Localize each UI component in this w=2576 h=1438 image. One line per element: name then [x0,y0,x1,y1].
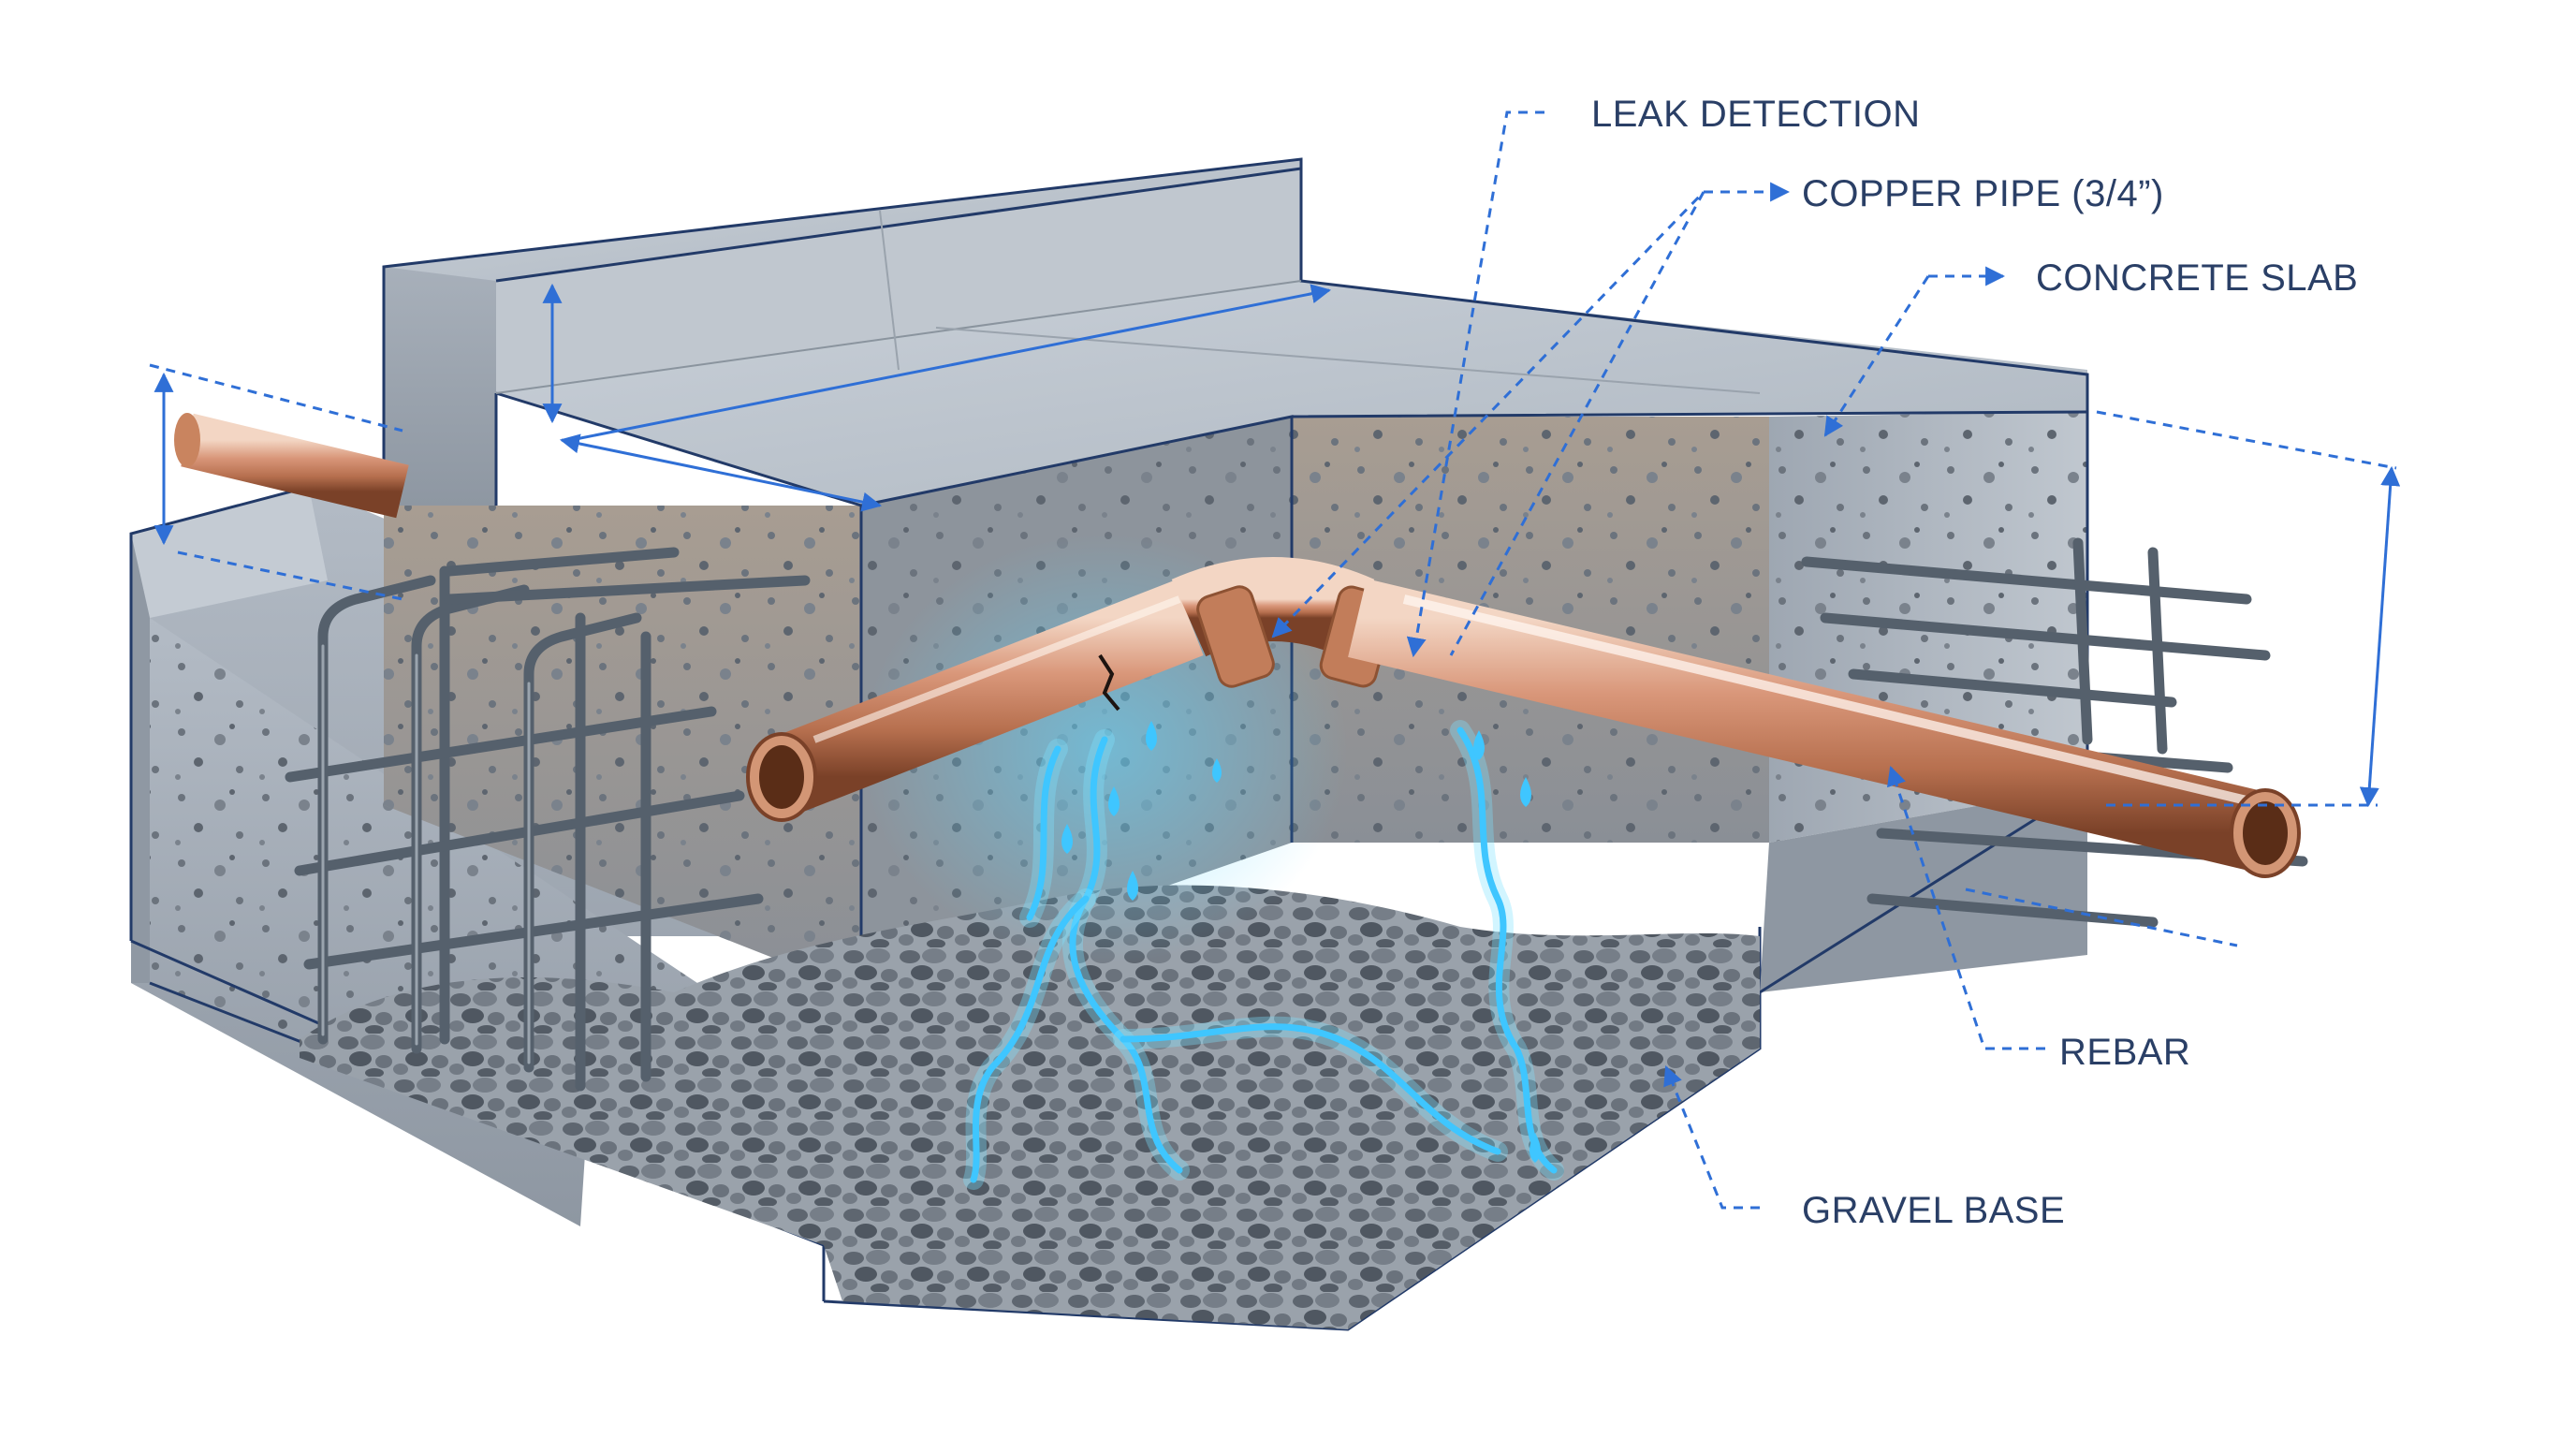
pipe-crack [1098,653,1120,712]
water-droplet [1530,1133,1541,1163]
label-copper-pipe: COPPER PIPE (3/4”) [1802,173,2164,214]
water-droplet [1108,786,1120,816]
label-rebar: REBAR [2059,1032,2190,1073]
dimension-slab-depth [559,433,883,512]
leader-gravel-base [1663,1065,1760,1210]
water-droplet [1212,758,1222,783]
label-gravel-base: GRAVEL BASE [1802,1190,2065,1231]
gravel-fill [300,885,1760,1329]
label-leak-detection: LEAK DETECTION [1591,94,1921,135]
dimension-lines [149,283,2401,947]
label-concrete-slab: CONCRETE SLAB [2036,257,2358,299]
pipe-run-right [1348,579,2275,873]
dimension-slab-length [570,284,1332,442]
water-trail [1069,736,1183,1174]
callout-leaders [1271,110,2045,1210]
water-droplet [1146,721,1157,751]
fitting-left [1196,585,1275,688]
leader-rebar [1887,766,2045,1050]
leader-concrete-slab [1823,275,1930,437]
leader-leak-detection [1406,110,1544,658]
water-droplet [1520,777,1531,807]
dimension-right-height [2359,465,2401,808]
copper-pipe [174,413,2301,878]
pipe-run-left [767,580,1204,815]
water-droplet [1127,871,1138,901]
water-droplet [1473,730,1485,760]
leader-copper-pipe [1449,191,1705,656]
callout-labels: LEAK DETECTION COPPER PIPE (3/4”) CONCRE… [1591,94,2358,1231]
rebar-cage-left [285,547,811,1092]
water-droplet [1061,824,1073,854]
pipe-stub-left [181,413,409,519]
